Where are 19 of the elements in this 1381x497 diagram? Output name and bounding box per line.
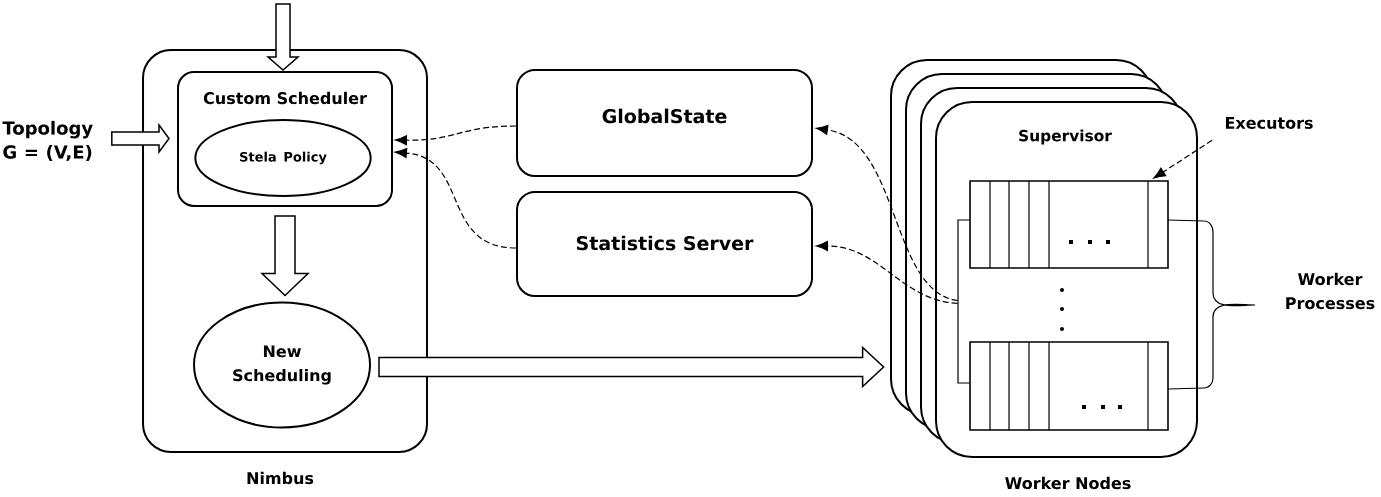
rounded-box: GlobalState [516,69,813,177]
leader-line [1153,139,1213,179]
stacked-cards: Supervisor [890,59,1198,458]
text-label: Worker Processes [1286,272,1375,310]
dashed-arrow [815,124,959,302]
segmented-bar [969,341,1169,431]
dashed-arrow [394,148,517,249]
node-label: Worker Nodes [1005,476,1131,490]
block-arrow [378,345,885,389]
node-label: Nimbus [247,471,314,485]
block-arrow [260,215,310,297]
segmented-bar [969,180,1169,269]
block-arrow [266,3,301,71]
text-label: Executors [1225,117,1313,129]
dashed-arrow [815,240,959,305]
text-label: Topology G = (V,E) [2,120,93,162]
dashed-arrow [394,125,517,146]
rounded-box: Statistics Server [516,191,813,297]
block-arrow [111,122,170,155]
